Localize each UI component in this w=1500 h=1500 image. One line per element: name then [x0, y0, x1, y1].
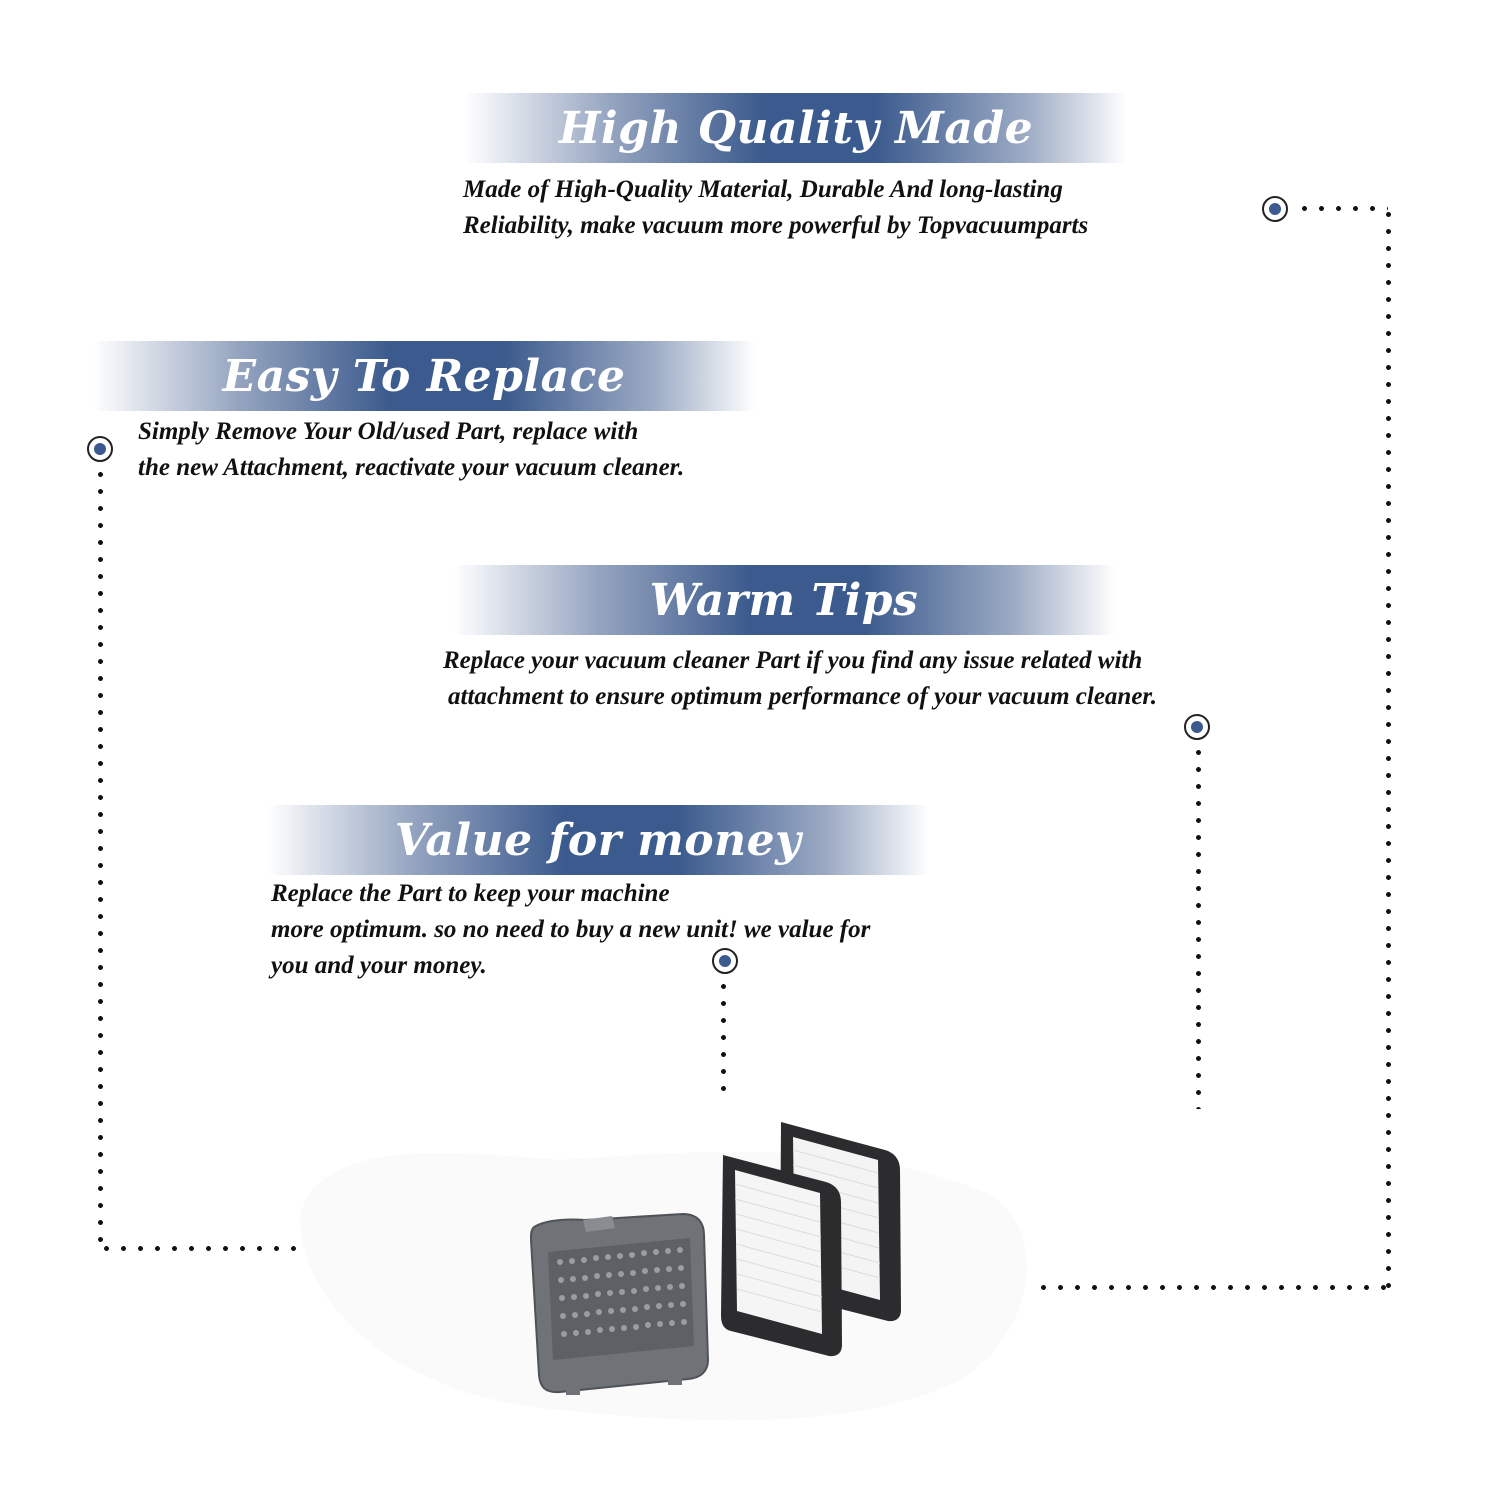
- section-title: Warm Tips: [649, 574, 919, 626]
- banner-warm-tips: Warm Tips: [453, 565, 1115, 635]
- dotted-connector: [1035, 1285, 1390, 1290]
- bullet-icon: [1262, 196, 1288, 222]
- hepa-filter-icon: [721, 1155, 842, 1357]
- description-line: you and your money.: [271, 952, 487, 979]
- section-title: Easy To Replace: [222, 350, 626, 402]
- description-line: more optimum. so no need to buy a new un…: [271, 916, 871, 943]
- dotted-connector: [721, 978, 726, 1093]
- description-line: Reliability, make vacuum more powerful b…: [463, 212, 1089, 239]
- section-title: Value for money: [394, 814, 802, 866]
- bullet-icon: [87, 436, 113, 462]
- section-title: High Quality Made: [558, 102, 1034, 154]
- section-description: Replace the Part to keep your machine mo…: [271, 876, 870, 984]
- dotted-connector: [1196, 744, 1201, 1109]
- description-line: Made of High-Quality Material, Durable A…: [463, 176, 1063, 203]
- dotted-connector: [1386, 206, 1391, 1291]
- section-description: Replace your vacuum cleaner Part if you …: [443, 643, 1157, 715]
- description-line: attachment to ensure optimum performance…: [448, 683, 1158, 710]
- banner-value-for-money: Value for money: [267, 805, 929, 875]
- bullet-icon: [712, 948, 738, 974]
- description-line: Replace the Part to keep your machine: [271, 880, 670, 907]
- section-description: Made of High-Quality Material, Durable A…: [463, 172, 1088, 244]
- dotted-connector: [1296, 206, 1388, 211]
- description-line: the new Attachment, reactivate your vacu…: [138, 454, 685, 481]
- dotted-connector: [98, 1246, 298, 1251]
- section-description: Simply Remove Your Old/used Part, replac…: [138, 414, 684, 486]
- filter-cover-icon: [529, 1212, 710, 1395]
- bullet-icon: [1184, 714, 1210, 740]
- description-line: Simply Remove Your Old/used Part, replac…: [138, 418, 639, 445]
- banner-easy-to-replace: Easy To Replace: [93, 341, 755, 411]
- banner-high-quality-made: High Quality Made: [465, 93, 1127, 163]
- dotted-connector: [98, 466, 103, 1251]
- description-line: Replace your vacuum cleaner Part if you …: [443, 647, 1143, 674]
